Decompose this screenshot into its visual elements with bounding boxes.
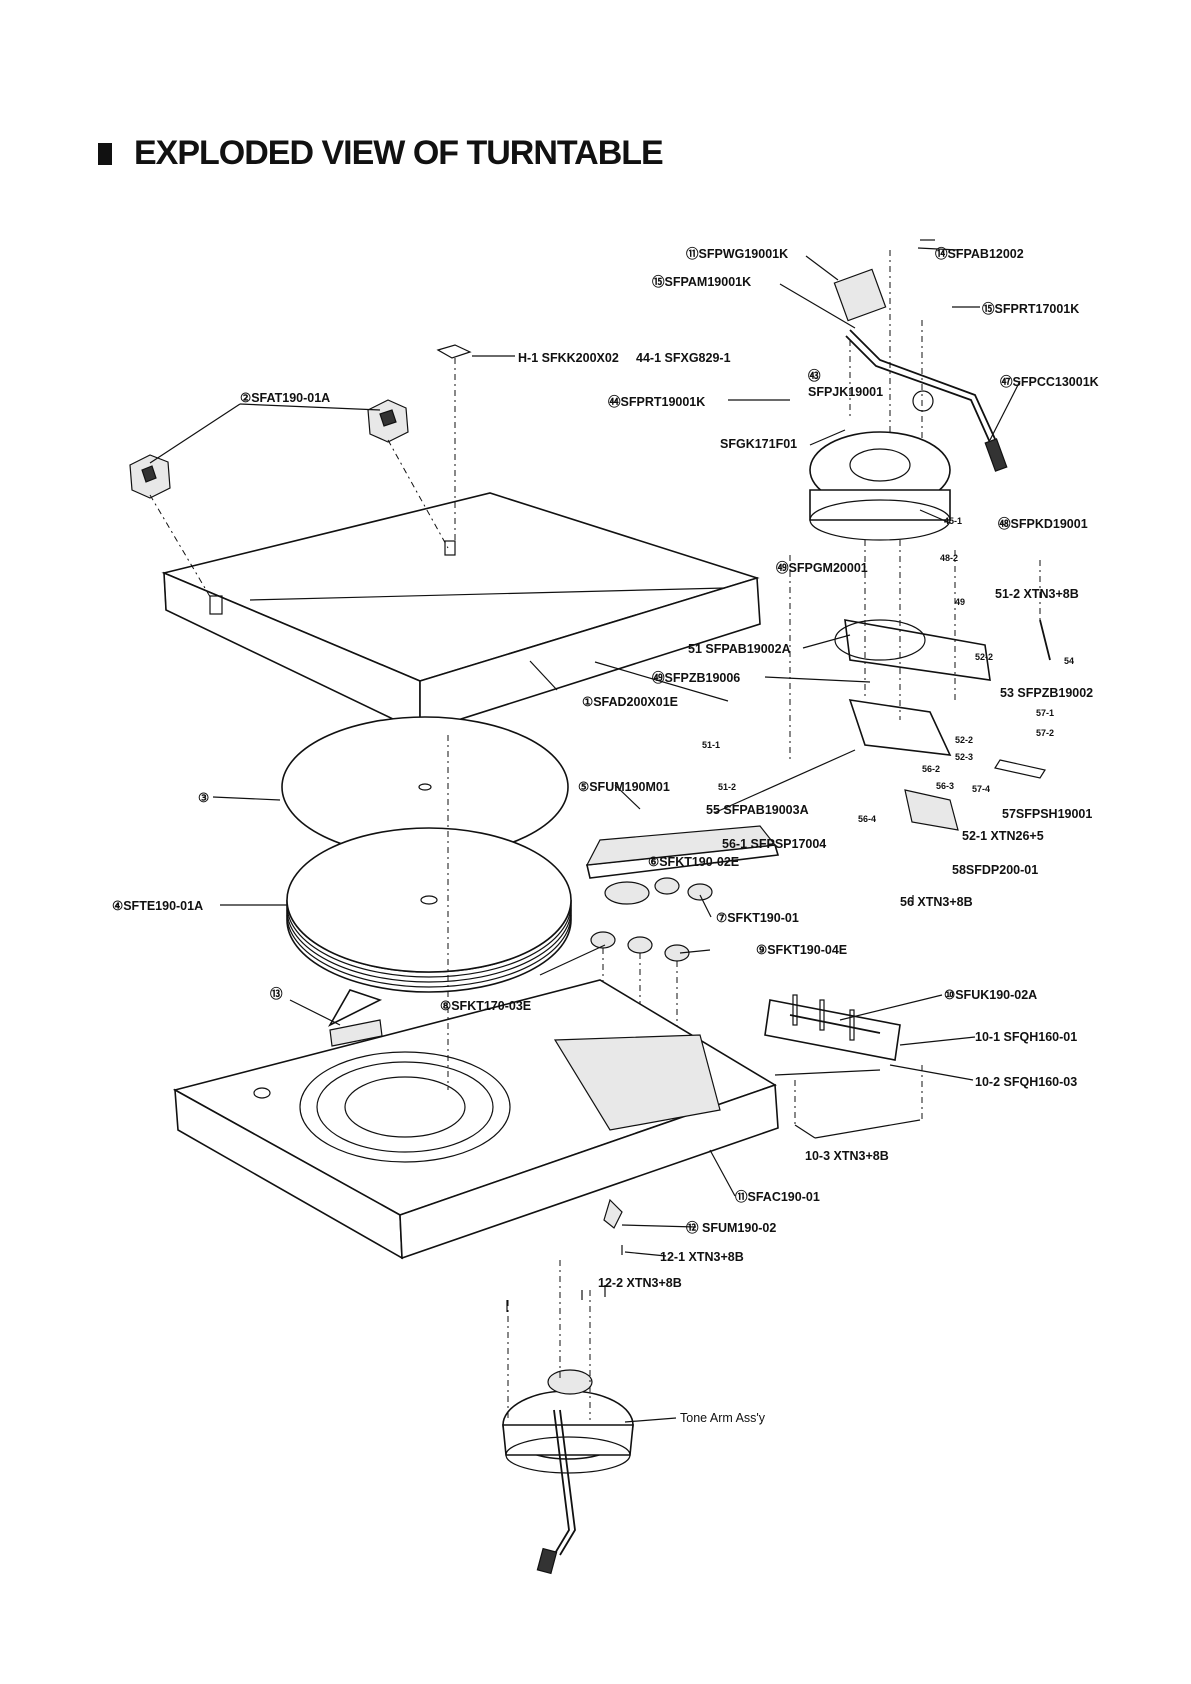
hinge-left bbox=[129, 454, 171, 499]
svg-text:57-2: 57-2 bbox=[1036, 728, 1054, 738]
label-sfpjk19001: ㊸ bbox=[808, 368, 821, 383]
leader-lines bbox=[149, 247, 1021, 1423]
svg-text:57-1: 57-1 bbox=[1036, 708, 1054, 718]
label-sfpcc13001k: ㊼SFPCC13001K bbox=[1000, 374, 1099, 389]
label-sfuk190-02a: ⑩SFUK190-02A bbox=[944, 988, 1037, 1002]
svg-text:48-2: 48-2 bbox=[940, 553, 958, 563]
label-sfxg829-1: 44-1 SFXG829-1 bbox=[636, 351, 731, 365]
headshell-stand bbox=[585, 825, 780, 879]
label-sfpsp17004: 56-1 SFPSP17004 bbox=[722, 837, 826, 851]
tonearm-upper bbox=[833, 268, 1008, 472]
knobs bbox=[590, 877, 713, 962]
arm-base bbox=[809, 390, 951, 541]
label-sfpam19001k: ⑮SFPAM19001K bbox=[652, 274, 751, 289]
svg-text:52-2: 52-2 bbox=[955, 735, 973, 745]
svg-text:57-4: 57-4 bbox=[972, 784, 990, 794]
label-sfprt17001k: ⑮SFPRT17001K bbox=[982, 301, 1079, 316]
svg-text:56-3: 56-3 bbox=[936, 781, 954, 791]
label-sfpwg19001k: ⑪SFPWG19001K bbox=[686, 246, 788, 261]
label-xtn26-5: 52-1 XTN26+5 bbox=[962, 829, 1044, 843]
platter bbox=[286, 827, 572, 993]
label-sfpgm20001: ㊾SFPGM20001 bbox=[776, 560, 868, 575]
label-sfkk200x02: H-1 SFKK200X02 bbox=[518, 351, 619, 365]
part-labels: ⑪SFPWG19001K ⑭SFPAB12002 ⑮SFPAM19001K ⑮S… bbox=[112, 246, 1099, 1425]
label-xtn3-8b-10-3: 10-3 XTN3+8B bbox=[805, 1149, 889, 1163]
label-sfpzb19002: 53 SFPZB19002 bbox=[1000, 686, 1093, 700]
label-sfqh160-03: 10-2 SFQH160-03 bbox=[975, 1075, 1077, 1089]
svg-text:45-1: 45-1 bbox=[944, 516, 962, 526]
bullet-icon bbox=[98, 142, 112, 165]
mechanism-plate bbox=[834, 619, 1051, 831]
svg-text:52-3: 52-3 bbox=[955, 752, 973, 762]
svg-text:54: 54 bbox=[1064, 656, 1074, 666]
label-platter-mat: ③ bbox=[198, 791, 209, 805]
label-sfte190-01a: ④SFTE190-01A bbox=[112, 899, 203, 913]
label-sfat190-01a: ②SFAT190-01A bbox=[240, 391, 330, 405]
label-sfum190-02: ⑫ SFUM190-02 bbox=[686, 1220, 776, 1235]
label-sfgk171f01: SFGK171F01 bbox=[720, 437, 797, 451]
label-sfpsh19001: 57SFPSH19001 bbox=[1002, 807, 1092, 821]
label-xtn3-8b-12-1: 12-1 XTN3+8B bbox=[660, 1250, 744, 1264]
svg-text:51-2: 51-2 bbox=[718, 782, 736, 792]
svg-text:52-2: 52-2 bbox=[975, 652, 993, 662]
label-sfpjk19001-code: SFPJK19001 bbox=[808, 385, 883, 399]
label-sfkt190-01: ⑦SFKT190-01 bbox=[716, 911, 799, 925]
label-part-13: ⑬ bbox=[270, 986, 283, 1001]
label-sfum190m01: ⑤SFUM190M01 bbox=[578, 780, 670, 794]
page-title: EXPLODED VIEW OF TURNTABLE bbox=[98, 134, 664, 173]
label-sfad200x01e: ①SFAD200X01E bbox=[582, 695, 678, 709]
cabinet-base bbox=[172, 979, 779, 1260]
control-board bbox=[764, 994, 901, 1076]
label-xtn3-8b-56: 56 XTN3+8B bbox=[900, 895, 973, 909]
label-sfqh160-01: 10-1 SFQH160-01 bbox=[975, 1030, 1077, 1044]
label-sfprt19001k: ㊹SFPRT19001K bbox=[608, 394, 705, 409]
label-sfac190-01: ⑪SFAC190-01 bbox=[735, 1189, 820, 1204]
title-text: EXPLODED VIEW OF TURNTABLE bbox=[134, 134, 664, 172]
tonearm-assembly bbox=[502, 1369, 634, 1575]
label-sfdp200-01: 58SFDP200-01 bbox=[952, 863, 1038, 877]
label-plate bbox=[329, 1019, 383, 1047]
misc-callouts: 51-1 51-2 52-2 52-3 56-2 56-3 56-4 57-1 … bbox=[702, 516, 1074, 824]
dust-cover bbox=[161, 492, 761, 734]
label-sfpzb19006: ㊾SFPZB19006 bbox=[652, 670, 740, 685]
label-xtn3-8b-51-2: 51-2 XTN3+8B bbox=[995, 587, 1079, 601]
label-sfpab19002a: 51 SFPAB19002A bbox=[688, 642, 791, 656]
label-sfpab19003a: 55 SFPAB19003A bbox=[706, 803, 809, 817]
label-sfkt190-04e: ⑨SFKT190-04E bbox=[756, 943, 847, 957]
label-tone-arm-assy: Tone Arm Ass'y bbox=[680, 1411, 766, 1425]
svg-text:56-2: 56-2 bbox=[922, 764, 940, 774]
hinge-right bbox=[367, 399, 409, 443]
label-sfkt190-02e: ⑥SFKT190-02E bbox=[648, 855, 739, 869]
label-sfpab12002: ⑭SFPAB12002 bbox=[935, 246, 1024, 261]
label-sfkt170-03e: ⑧SFKT170-03E bbox=[440, 999, 531, 1013]
svg-text:56-4: 56-4 bbox=[858, 814, 876, 824]
screws bbox=[506, 239, 935, 1312]
svg-text:51-1: 51-1 bbox=[702, 740, 720, 750]
svg-text:49: 49 bbox=[955, 597, 965, 607]
lift-lever bbox=[603, 1198, 623, 1229]
label-sfpkd19001: ㊽SFPKD19001 bbox=[998, 516, 1088, 531]
label-xtn3-8b-12-2: 12-2 XTN3+8B bbox=[598, 1276, 682, 1290]
